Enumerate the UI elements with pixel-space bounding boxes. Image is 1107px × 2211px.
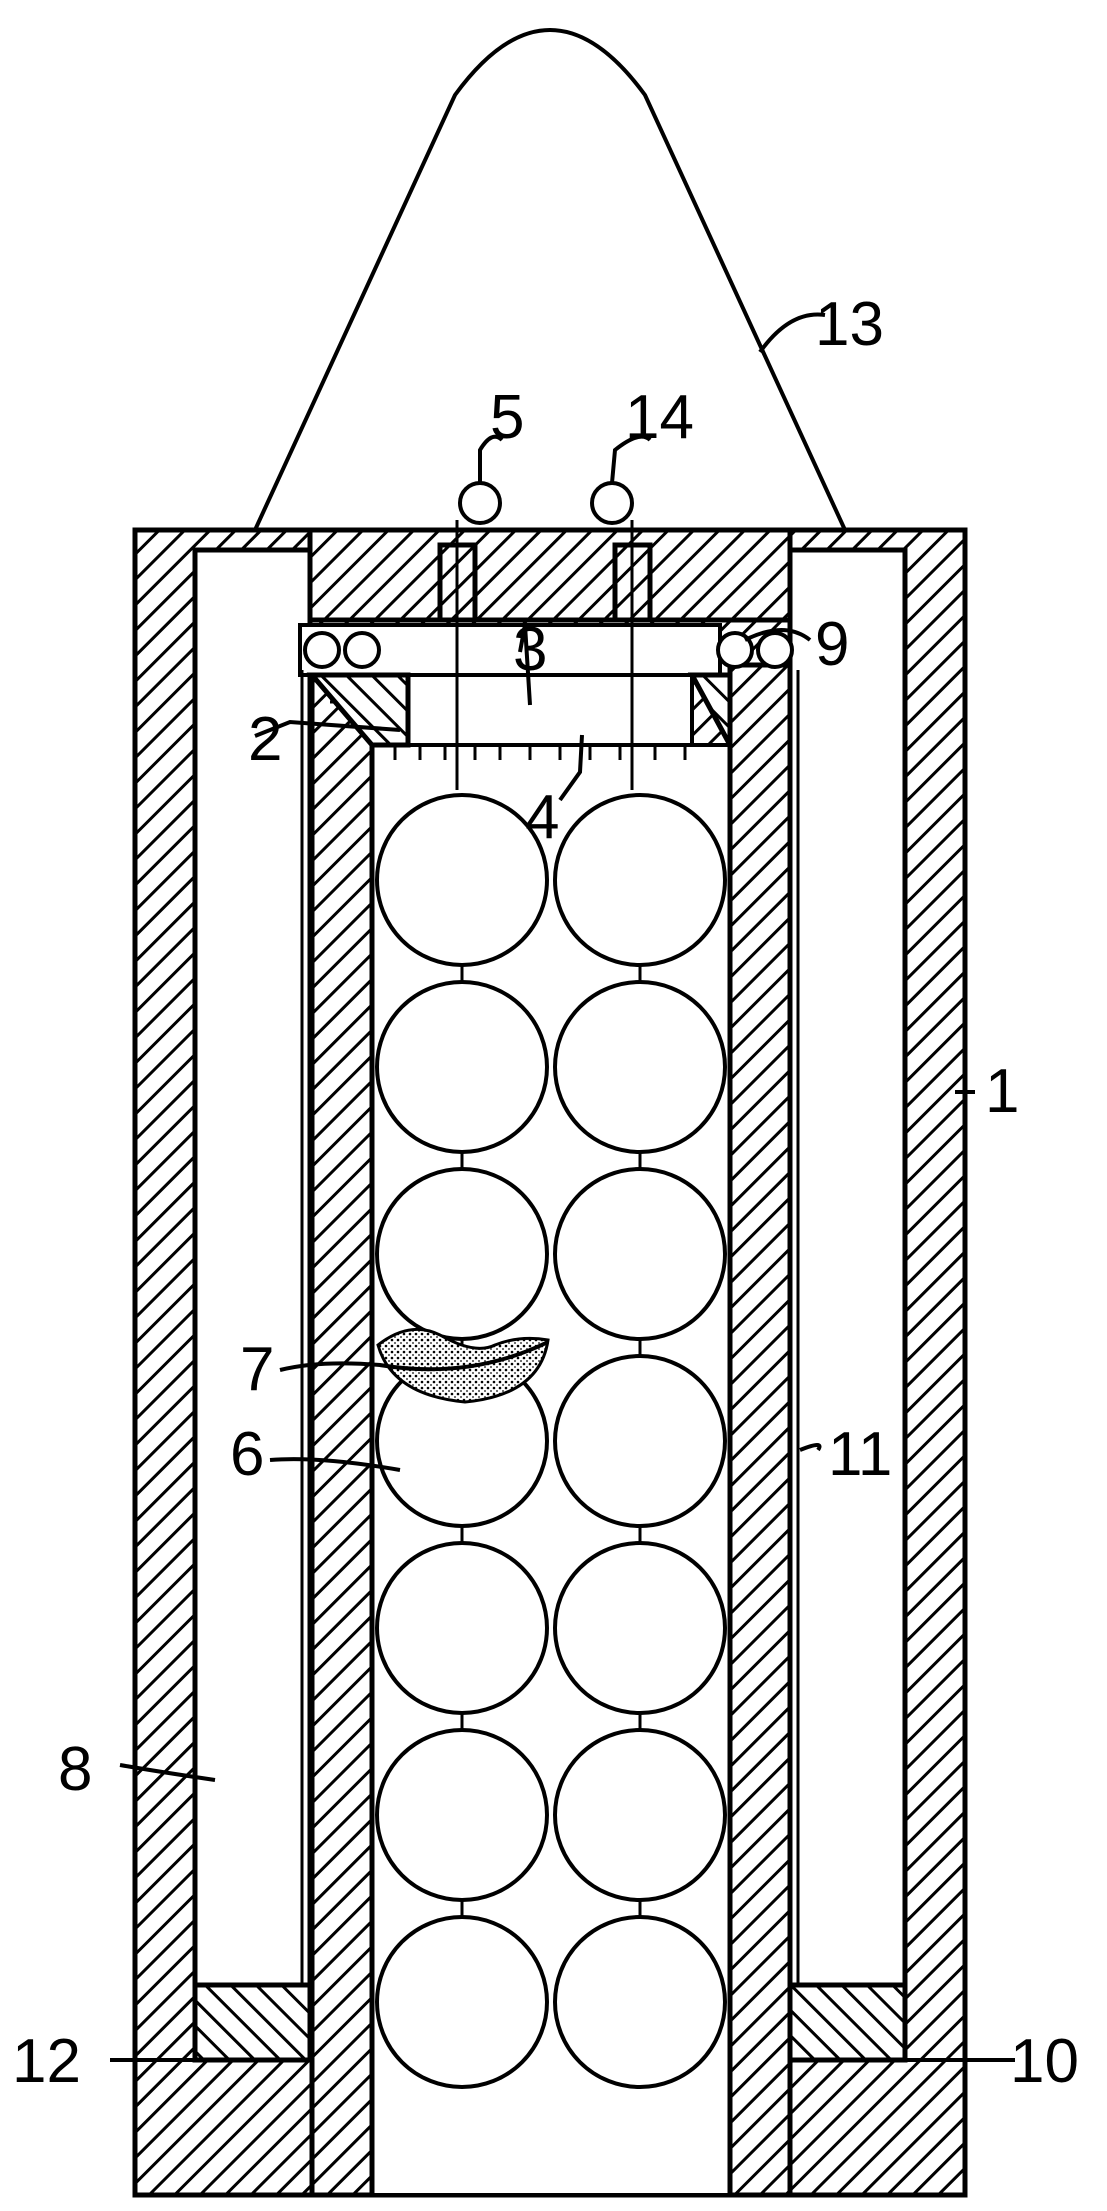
- ball: [375, 1541, 549, 1715]
- label-10: 10: [1010, 2027, 1079, 2096]
- label-3: 3: [513, 615, 547, 684]
- ball: [553, 980, 727, 1154]
- label-11: 11: [828, 1420, 892, 1489]
- knob-5: [458, 481, 502, 525]
- label-6: 6: [230, 1420, 264, 1489]
- label-1: 1: [985, 1057, 1019, 1126]
- ball: [375, 1915, 549, 2089]
- seal-right: [687, 672, 733, 747]
- top-cone: [253, 28, 847, 531]
- inner-wall-left: [309, 662, 375, 2198]
- label-5: 5: [490, 383, 524, 452]
- label-9: 9: [815, 610, 849, 679]
- bottom-block-left: [192, 1982, 313, 2063]
- ball-stack: [375, 793, 727, 2089]
- lid-plate: [370, 673, 694, 747]
- ball: [375, 793, 549, 967]
- label-12: 12: [12, 2027, 81, 2096]
- label-7: 7: [240, 1335, 274, 1404]
- label-4: 4: [525, 783, 559, 852]
- inner-wall-right: [727, 662, 793, 2198]
- knob-14: [590, 481, 634, 525]
- ball: [553, 1728, 727, 1902]
- label-13: 13: [815, 290, 884, 359]
- ball: [553, 793, 727, 967]
- roller-left: [303, 631, 381, 669]
- label-2: 2: [248, 705, 282, 774]
- ball: [375, 1728, 549, 1902]
- ball: [375, 980, 549, 1154]
- label-14: 14: [625, 383, 694, 452]
- ball: [553, 1541, 727, 1715]
- bottom-block-right: [787, 1982, 908, 2063]
- ball: [553, 1167, 727, 1341]
- roller-right: [716, 631, 794, 669]
- ball: [553, 1915, 727, 2089]
- nozzle-row: [393, 745, 687, 760]
- ball: [553, 1354, 727, 1528]
- top-plug: [307, 527, 793, 623]
- label-8: 8: [58, 1735, 92, 1804]
- ball: [375, 1167, 549, 1341]
